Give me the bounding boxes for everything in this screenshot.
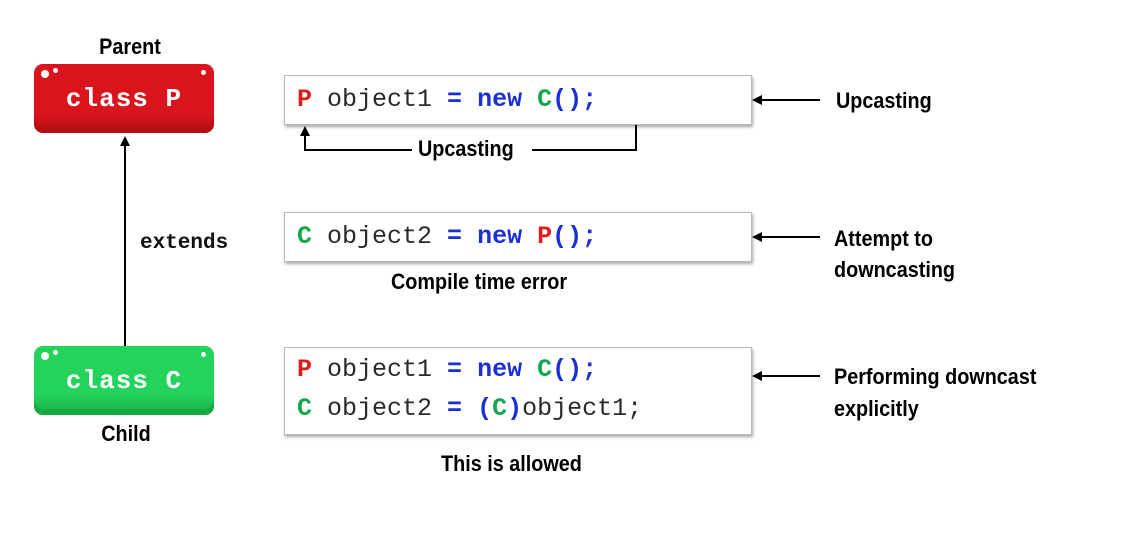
class-p-text: class P <box>65 83 183 114</box>
code-token <box>462 222 477 251</box>
code-token: () <box>552 222 583 251</box>
code-token: = <box>447 85 463 114</box>
upcasting-bracket-left <box>300 126 412 151</box>
code-token: C <box>297 222 313 251</box>
code-token: ; <box>582 355 598 384</box>
code-token: C <box>537 85 553 114</box>
code-token: new <box>477 222 523 251</box>
code-token: new <box>477 355 523 384</box>
code-token <box>522 222 537 251</box>
code-token: object2 <box>312 222 448 251</box>
highlight-dot <box>201 352 206 357</box>
code-token: = <box>447 394 463 423</box>
code-token <box>462 85 477 114</box>
attempt-downcast-label-line2: downcasting <box>834 257 956 282</box>
code-token: () <box>552 355 583 384</box>
code-token <box>522 355 537 384</box>
code-token: ; <box>582 222 598 251</box>
code-line: P object1 = new C(); <box>297 85 597 114</box>
code-token: ) <box>507 394 523 423</box>
code-token: ( <box>477 394 493 423</box>
code-box-attempt-downcast: C object2 = new P(); <box>284 212 752 262</box>
highlight-dot <box>41 70 49 78</box>
code-token <box>462 355 477 384</box>
code-token: C <box>297 394 313 423</box>
highlight-dot <box>41 352 49 360</box>
code-token: C <box>537 355 553 384</box>
class-p-box: class P <box>34 64 214 133</box>
code-token: = <box>447 355 463 384</box>
upcasting-side-label: Upcasting <box>836 88 932 113</box>
parent-label: Parent <box>99 34 161 59</box>
code-token: P <box>297 85 313 114</box>
code-line: C object2 = new P(); <box>297 222 597 251</box>
code-token: object1 <box>312 355 448 384</box>
highlight-dot <box>53 68 58 73</box>
class-c-box: class C <box>34 346 214 415</box>
code-box-explicit-downcast: P object1 = new C(); C object2 = (C)obje… <box>284 347 752 435</box>
performing-downcast-label-line1: Performing downcast <box>834 364 1037 389</box>
upcasting-under-label: Upcasting <box>418 136 514 161</box>
upcasting-bracket-right <box>532 125 637 151</box>
code-token: object1 <box>312 85 448 114</box>
extends-label: extends <box>140 232 229 255</box>
code-line: P object1 = new C(); <box>297 355 597 384</box>
code-token: P <box>537 222 553 251</box>
highlight-dot <box>53 350 58 355</box>
class-c-text: class C <box>65 365 183 396</box>
code-token: object1; <box>522 394 643 423</box>
highlight-dot <box>201 70 206 75</box>
code-box-upcasting: P object1 = new C(); <box>284 75 752 125</box>
code-token: new <box>477 85 523 114</box>
code-token <box>462 394 477 423</box>
code-token: () <box>552 85 583 114</box>
code-token: C <box>492 394 508 423</box>
child-label: Child <box>101 421 151 446</box>
attempt-downcast-label-line1: Attempt to <box>834 226 933 251</box>
code-token <box>522 85 537 114</box>
performing-downcast-label-line2: explicitly <box>834 396 919 421</box>
code-line: C object2 = (C)object1; <box>297 394 642 423</box>
code-token: ; <box>582 85 598 114</box>
code-token: = <box>447 222 463 251</box>
compile-error-label: Compile time error <box>391 269 568 294</box>
allowed-label: This is allowed <box>441 451 582 476</box>
code-token: object2 <box>312 394 448 423</box>
code-token: P <box>297 355 313 384</box>
